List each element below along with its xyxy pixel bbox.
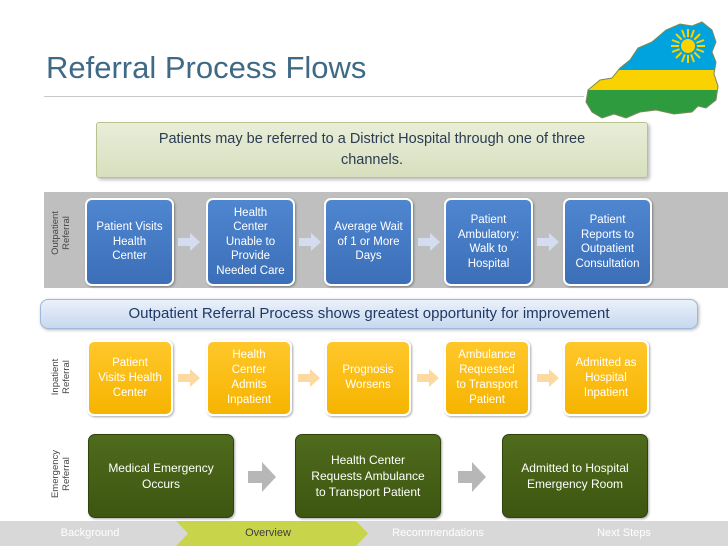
emergency-step-3: Admitted to Hospital Emergency Room	[502, 434, 648, 518]
step-text: Hospital	[467, 257, 510, 270]
row-label-line: Emergency	[50, 449, 61, 499]
step-text: Patient	[470, 214, 507, 226]
emergency-step-2: Health Center Requests Ambulance to Tran…	[295, 434, 441, 518]
step-text: to Transport Patient	[315, 485, 421, 499]
right-arrow-icon	[248, 462, 276, 492]
step-text: Walk to	[469, 243, 508, 255]
row-label-line: Referral	[61, 360, 72, 394]
nav-item-background[interactable]: Background	[60, 527, 120, 539]
step-text: Admitted as	[575, 356, 637, 369]
step-text: Health	[112, 235, 147, 248]
right-arrow-icon	[178, 233, 200, 251]
inpatient-step-5: Admitted as Hospital Inpatient	[563, 340, 649, 416]
step-text: Health Center	[330, 453, 406, 467]
step-text: Average Wait	[334, 221, 403, 234]
nav-item-overview[interactable]: Overview	[245, 527, 291, 539]
step-text: Inpatient	[226, 394, 272, 406]
step-text: Prognosis	[342, 364, 394, 376]
step-text: to Transport	[456, 379, 518, 391]
step-text: Patient	[112, 356, 148, 369]
outpatient-step-1: Patient Visits Health Center	[85, 198, 174, 286]
outpatient-step-3: Average Wait of 1 or More Days	[324, 198, 413, 286]
title-divider	[44, 96, 584, 97]
step-text: of 1 or More	[337, 235, 400, 248]
callout-line-1: Patients may be referred to a District H…	[158, 131, 586, 147]
page-title: Referral Process Flows	[46, 50, 367, 85]
right-arrow-icon	[418, 233, 440, 251]
emergency-step-1: Medical Emergency Occurs	[88, 434, 234, 518]
step-text: Needed Care	[216, 264, 285, 277]
step-text: Health	[232, 349, 266, 361]
step-text: Admitted to Hospital	[521, 461, 629, 475]
outpatient-row-label: Outpatient Referral	[50, 203, 74, 263]
row-label-line: Outpatient	[50, 211, 61, 255]
inpatient-row-label: Inpatient Referral	[50, 347, 74, 407]
nav-item-next-steps[interactable]: Next Steps	[597, 527, 651, 539]
step-text: Unable to	[225, 235, 276, 248]
step-text: Center	[112, 386, 148, 399]
right-arrow-icon	[299, 233, 321, 251]
step-text: Visits Health	[98, 371, 162, 384]
step-text: Provide	[231, 250, 270, 263]
step-text: Outpatient	[580, 243, 635, 255]
step-text: Requested	[459, 364, 515, 376]
step-text: Patient	[469, 394, 505, 406]
step-text: Days	[355, 250, 382, 263]
step-text: Requests Ambulance	[311, 469, 425, 483]
nav-active-chevron	[176, 521, 368, 546]
improvement-banner: Outpatient Referral Process shows greate…	[40, 299, 698, 329]
right-arrow-icon	[537, 369, 559, 387]
row-label-line: Referral	[61, 216, 72, 250]
step-text: Center	[233, 221, 268, 234]
row-label-line: Referral	[61, 457, 72, 491]
row-label-line: Inpatient	[50, 358, 61, 396]
step-text: Consultation	[575, 257, 640, 270]
step-text: Worsens	[345, 379, 391, 391]
nav-item-recommendations[interactable]: Recommendations	[392, 527, 484, 539]
callout-line-2: channels.	[340, 152, 404, 168]
outpatient-step-5: Patient Reports to Outpatient Consultati…	[563, 198, 652, 286]
step-text: Patient	[589, 214, 626, 226]
bottom-nav: Background Overview Recommendations Next…	[0, 521, 728, 546]
intro-callout: Patients may be referred to a District H…	[96, 122, 648, 178]
step-text: Hospital	[585, 371, 627, 384]
sun-icon	[671, 29, 705, 63]
inpatient-step-2: Health Center Admits Inpatient	[206, 340, 292, 416]
step-text: Emergency Room	[526, 477, 624, 491]
step-text: Center	[112, 250, 147, 263]
step-text: Medical Emergency	[108, 461, 214, 475]
rwanda-flag-map-icon	[585, 21, 719, 119]
outpatient-step-2: Health Center Unable to Provide Needed C…	[206, 198, 295, 286]
inpatient-step-4: Ambulance Requested to Transport Patient	[444, 340, 530, 416]
inpatient-step-3: Prognosis Worsens	[325, 340, 411, 416]
right-arrow-icon	[417, 369, 439, 387]
step-text: Ambulatory:	[457, 228, 520, 241]
outpatient-step-4: Patient Ambulatory: Walk to Hospital	[444, 198, 533, 286]
step-text: Health	[233, 206, 268, 219]
step-text: Patient Visits	[96, 221, 163, 234]
step-text: Reports to	[580, 228, 635, 241]
right-arrow-icon	[178, 369, 200, 387]
inpatient-step-1: Patient Visits Health Center	[87, 340, 173, 416]
step-text: Occurs	[141, 477, 180, 491]
emergency-row-label: Emergency Referral	[50, 444, 74, 504]
right-arrow-icon	[458, 462, 486, 492]
step-text: Ambulance	[458, 349, 516, 361]
step-text: Admits	[231, 379, 267, 391]
step-text: Center	[231, 364, 267, 376]
right-arrow-icon	[537, 233, 559, 251]
step-text: Inpatient	[583, 386, 629, 399]
right-arrow-icon	[298, 369, 320, 387]
